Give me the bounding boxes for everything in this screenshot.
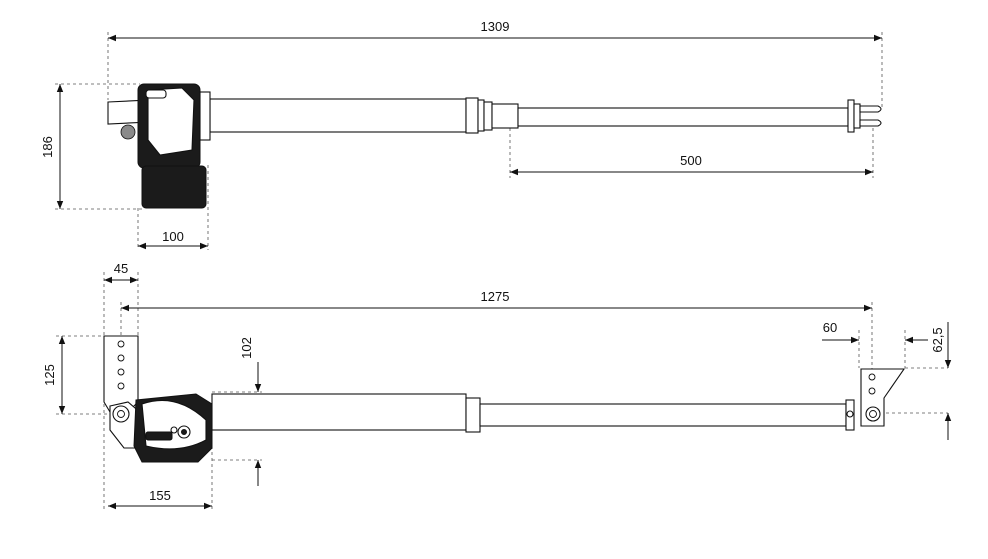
dim-top-height: 186: [40, 136, 55, 158]
piston-rod: [517, 107, 849, 127]
side-dimensions: 45 1275 125 102 155 60 62,5: [42, 261, 952, 510]
dim-axis-offset: 102: [239, 337, 254, 359]
side-piston-rod: [479, 403, 847, 427]
tube-collar: [465, 97, 479, 134]
dim-top-total-length: 1309: [481, 19, 510, 34]
dim-rear-depth: 155: [149, 488, 171, 503]
dim-side-total-length: 1275: [481, 289, 510, 304]
rod-end-flange: [847, 99, 855, 133]
dim-front-offset: 60: [823, 320, 837, 335]
dim-top-motor-width: 100: [162, 229, 184, 244]
dim-bracket-height: 125: [42, 364, 57, 386]
side-outer-tube: [211, 393, 467, 431]
dim-top-stroke: 500: [680, 153, 702, 168]
actuator-top-view: [55, 32, 883, 250]
dim-front-height: 62,5: [930, 327, 945, 352]
actuator-side-view: [56, 272, 948, 510]
rear-bolt: [120, 124, 136, 140]
dim-bracket-width: 45: [114, 261, 128, 276]
top-dimensions: 1309 186 100 500: [40, 19, 882, 250]
outer-tube: [209, 98, 467, 133]
motor-housing: [141, 165, 207, 209]
side-tube-collar: [465, 397, 481, 433]
